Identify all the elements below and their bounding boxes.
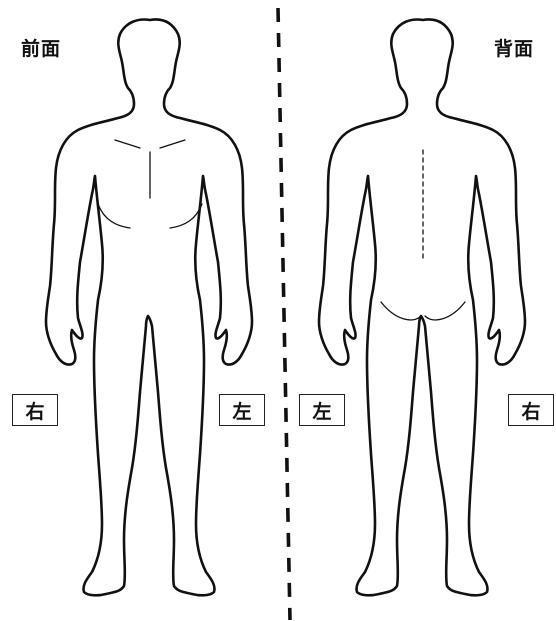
front-figure — [46, 20, 252, 596]
back-buttock-left — [425, 302, 465, 320]
back-right-side-label: 右 — [508, 394, 554, 426]
front-view-title: 前面 — [21, 34, 61, 61]
back-left-side-label: 左 — [299, 394, 345, 426]
front-right-side-label: 右 — [12, 394, 58, 426]
front-collarbone-right — [115, 140, 140, 148]
back-figure — [319, 20, 525, 596]
front-body-outline — [46, 20, 252, 596]
back-buttock-right — [381, 302, 421, 320]
center-divider-dashed-line — [278, 8, 290, 620]
back-body-outline — [319, 20, 525, 596]
front-left-side-label: 左 — [219, 394, 265, 426]
front-collarbone-left — [160, 140, 185, 148]
back-view-title: 背面 — [494, 34, 534, 61]
front-ribcage-right — [98, 204, 130, 228]
